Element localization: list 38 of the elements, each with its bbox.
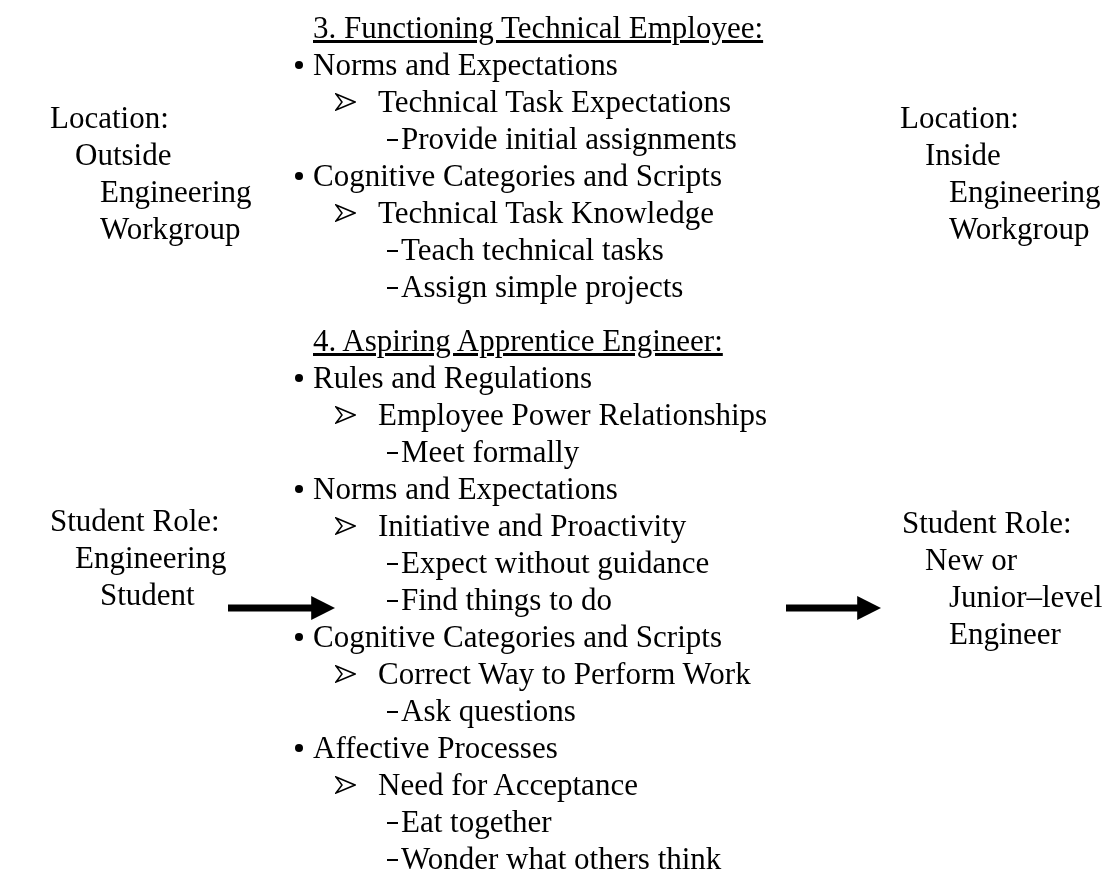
list-item: Correct Way to Perform Work [378, 655, 751, 692]
list-item: Find things to do [401, 581, 612, 618]
list-item: Technical Task Knowledge [378, 194, 714, 231]
side-text: Engineering [75, 540, 227, 575]
side-label: Student Role: [50, 503, 220, 538]
side-label: Location: [900, 100, 1019, 135]
side-text: New or [925, 542, 1018, 577]
side-text: Engineering [100, 174, 252, 209]
list-item: Initiative and Proactivity [378, 507, 687, 544]
list-item: Norms and Expectations [313, 46, 618, 83]
list-item: Technical Task Expectations [378, 83, 732, 120]
side-text: Inside [925, 137, 1001, 172]
side-text: Workgroup [100, 211, 241, 246]
list-item: Affective Processes [313, 729, 558, 766]
side-text: Student [100, 577, 195, 612]
list-item: Need for Acceptance [378, 766, 638, 803]
section-heading: 4. Aspiring Apprentice Engineer: [313, 322, 723, 359]
list-item: Teach technical tasks [401, 231, 664, 268]
list-item: Ask questions [401, 692, 576, 729]
side-text: Outside [75, 137, 172, 172]
list-item: Eat together [401, 803, 552, 840]
list-item: Cognitive Categories and Scripts [313, 618, 722, 655]
side-text: Engineer [949, 616, 1061, 651]
list-item: Norms and Expectations [313, 470, 618, 507]
side-text: Engineering [949, 174, 1101, 209]
list-item: Employee Power Relationships [378, 396, 768, 433]
list-item: Meet formally [401, 433, 580, 470]
list-item: Wonder what others think [401, 840, 722, 877]
list-item: Expect without guidance [401, 544, 710, 581]
list-item: Cognitive Categories and Scripts [313, 157, 722, 194]
side-label: Location: [50, 100, 169, 135]
side-label: Student Role: [902, 505, 1072, 540]
side-text: Junior–level [949, 579, 1103, 614]
list-item: Rules and Regulations [313, 359, 592, 396]
section-heading: 3. Functioning Technical Employee: [313, 9, 764, 46]
list-item: Assign simple projects [401, 268, 684, 305]
side-text: Workgroup [949, 211, 1090, 246]
list-item: Provide initial assignments [401, 120, 737, 157]
